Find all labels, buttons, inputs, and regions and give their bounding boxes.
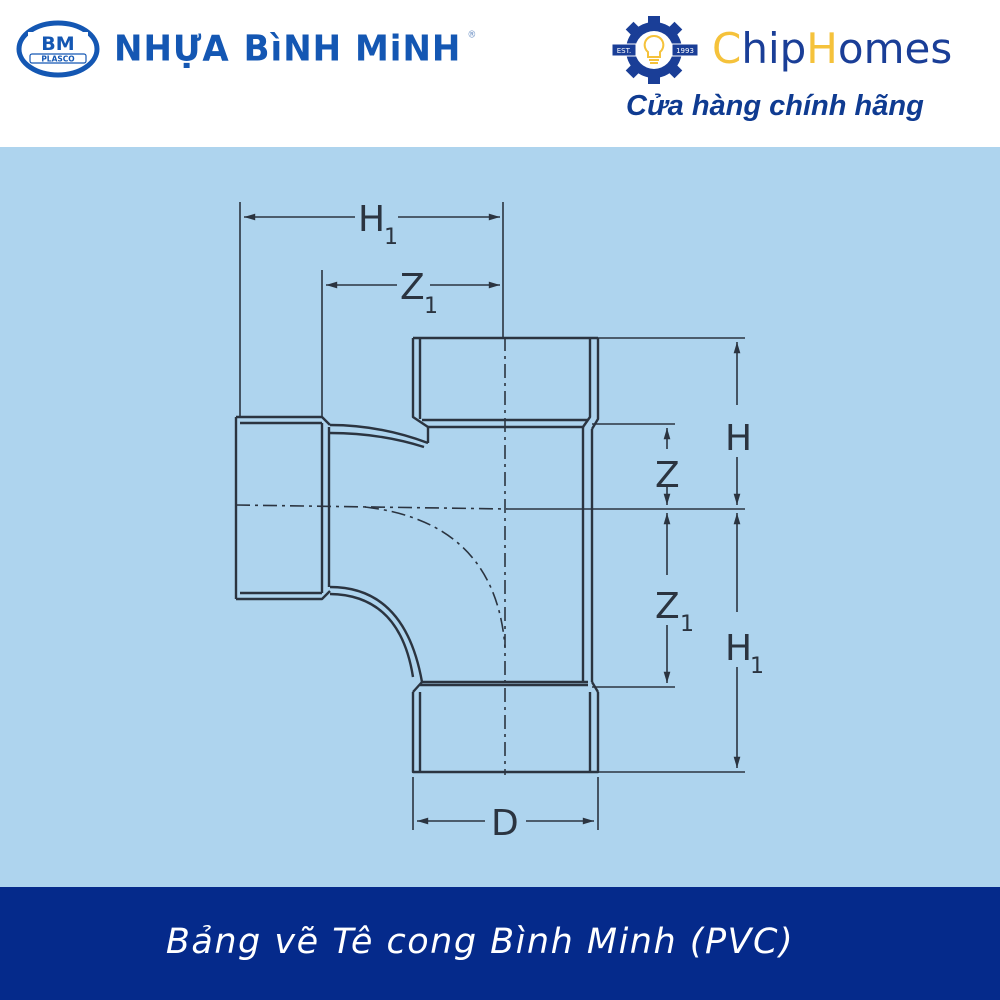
- label-h-right: H: [725, 418, 752, 459]
- label-h1-top-sub: 1: [384, 225, 398, 250]
- brand-letter-h: H: [806, 24, 838, 73]
- label-h1-right: H: [725, 628, 752, 669]
- chiphomes-wordmark: ChipHomes: [712, 24, 952, 74]
- header: BM PLASCO NHỰA BìNH MiNH ®: [0, 0, 1000, 147]
- wordmark-nhua: NHỰA: [114, 28, 230, 70]
- binh-minh-logo: BM PLASCO NHỰA BìNH MiNH ®: [16, 20, 477, 78]
- bm-plasco-emblem-icon: BM PLASCO: [16, 20, 100, 78]
- svg-text:BM: BM: [41, 33, 74, 55]
- svg-text:1993: 1993: [676, 47, 694, 55]
- dimension-labels: H 1 Z 1 H Z Z 1 H 1 D: [358, 199, 764, 844]
- technical-drawing: H 1 Z 1 H Z Z 1 H 1 D: [0, 147, 1000, 887]
- brand-omes: omes: [837, 24, 953, 73]
- wordmark-binh-minh: BìNH MiNH: [243, 28, 462, 70]
- gear-lightbulb-badge-icon: EST. 1993: [608, 14, 700, 86]
- label-z-right: Z: [655, 455, 680, 496]
- sweep-tee-drawing: H 1 Z 1 H Z Z 1 H 1 D: [234, 199, 764, 844]
- chiphomes-tagline: Cửa hàng chính hãng: [626, 90, 924, 122]
- svg-text:PLASCO: PLASCO: [41, 55, 74, 64]
- banner-title: Bảng vẽ Tê cong Bình Minh (PVC): [165, 921, 795, 962]
- label-h1-right-sub: 1: [750, 654, 764, 679]
- label-z1-top: Z: [400, 267, 425, 308]
- label-d-bottom: D: [491, 803, 519, 844]
- label-z1-top-sub: 1: [424, 294, 438, 319]
- brand-hip: hip: [741, 24, 807, 73]
- binh-minh-wordmark: NHỰA BìNH MiNH ®: [114, 28, 477, 70]
- label-z1-right: Z: [655, 586, 680, 627]
- brand-letter-c: C: [712, 24, 742, 73]
- title-banner: Bảng vẽ Tê cong Bình Minh (PVC): [0, 887, 1000, 1000]
- chiphomes-logo: EST. 1993 ChipHomes Cửa hàng chính hãng: [608, 10, 988, 140]
- label-h1-top: H: [358, 199, 385, 240]
- label-z1-right-sub: 1: [680, 612, 694, 637]
- registered-mark: ®: [467, 30, 478, 41]
- svg-text:EST.: EST.: [617, 47, 632, 55]
